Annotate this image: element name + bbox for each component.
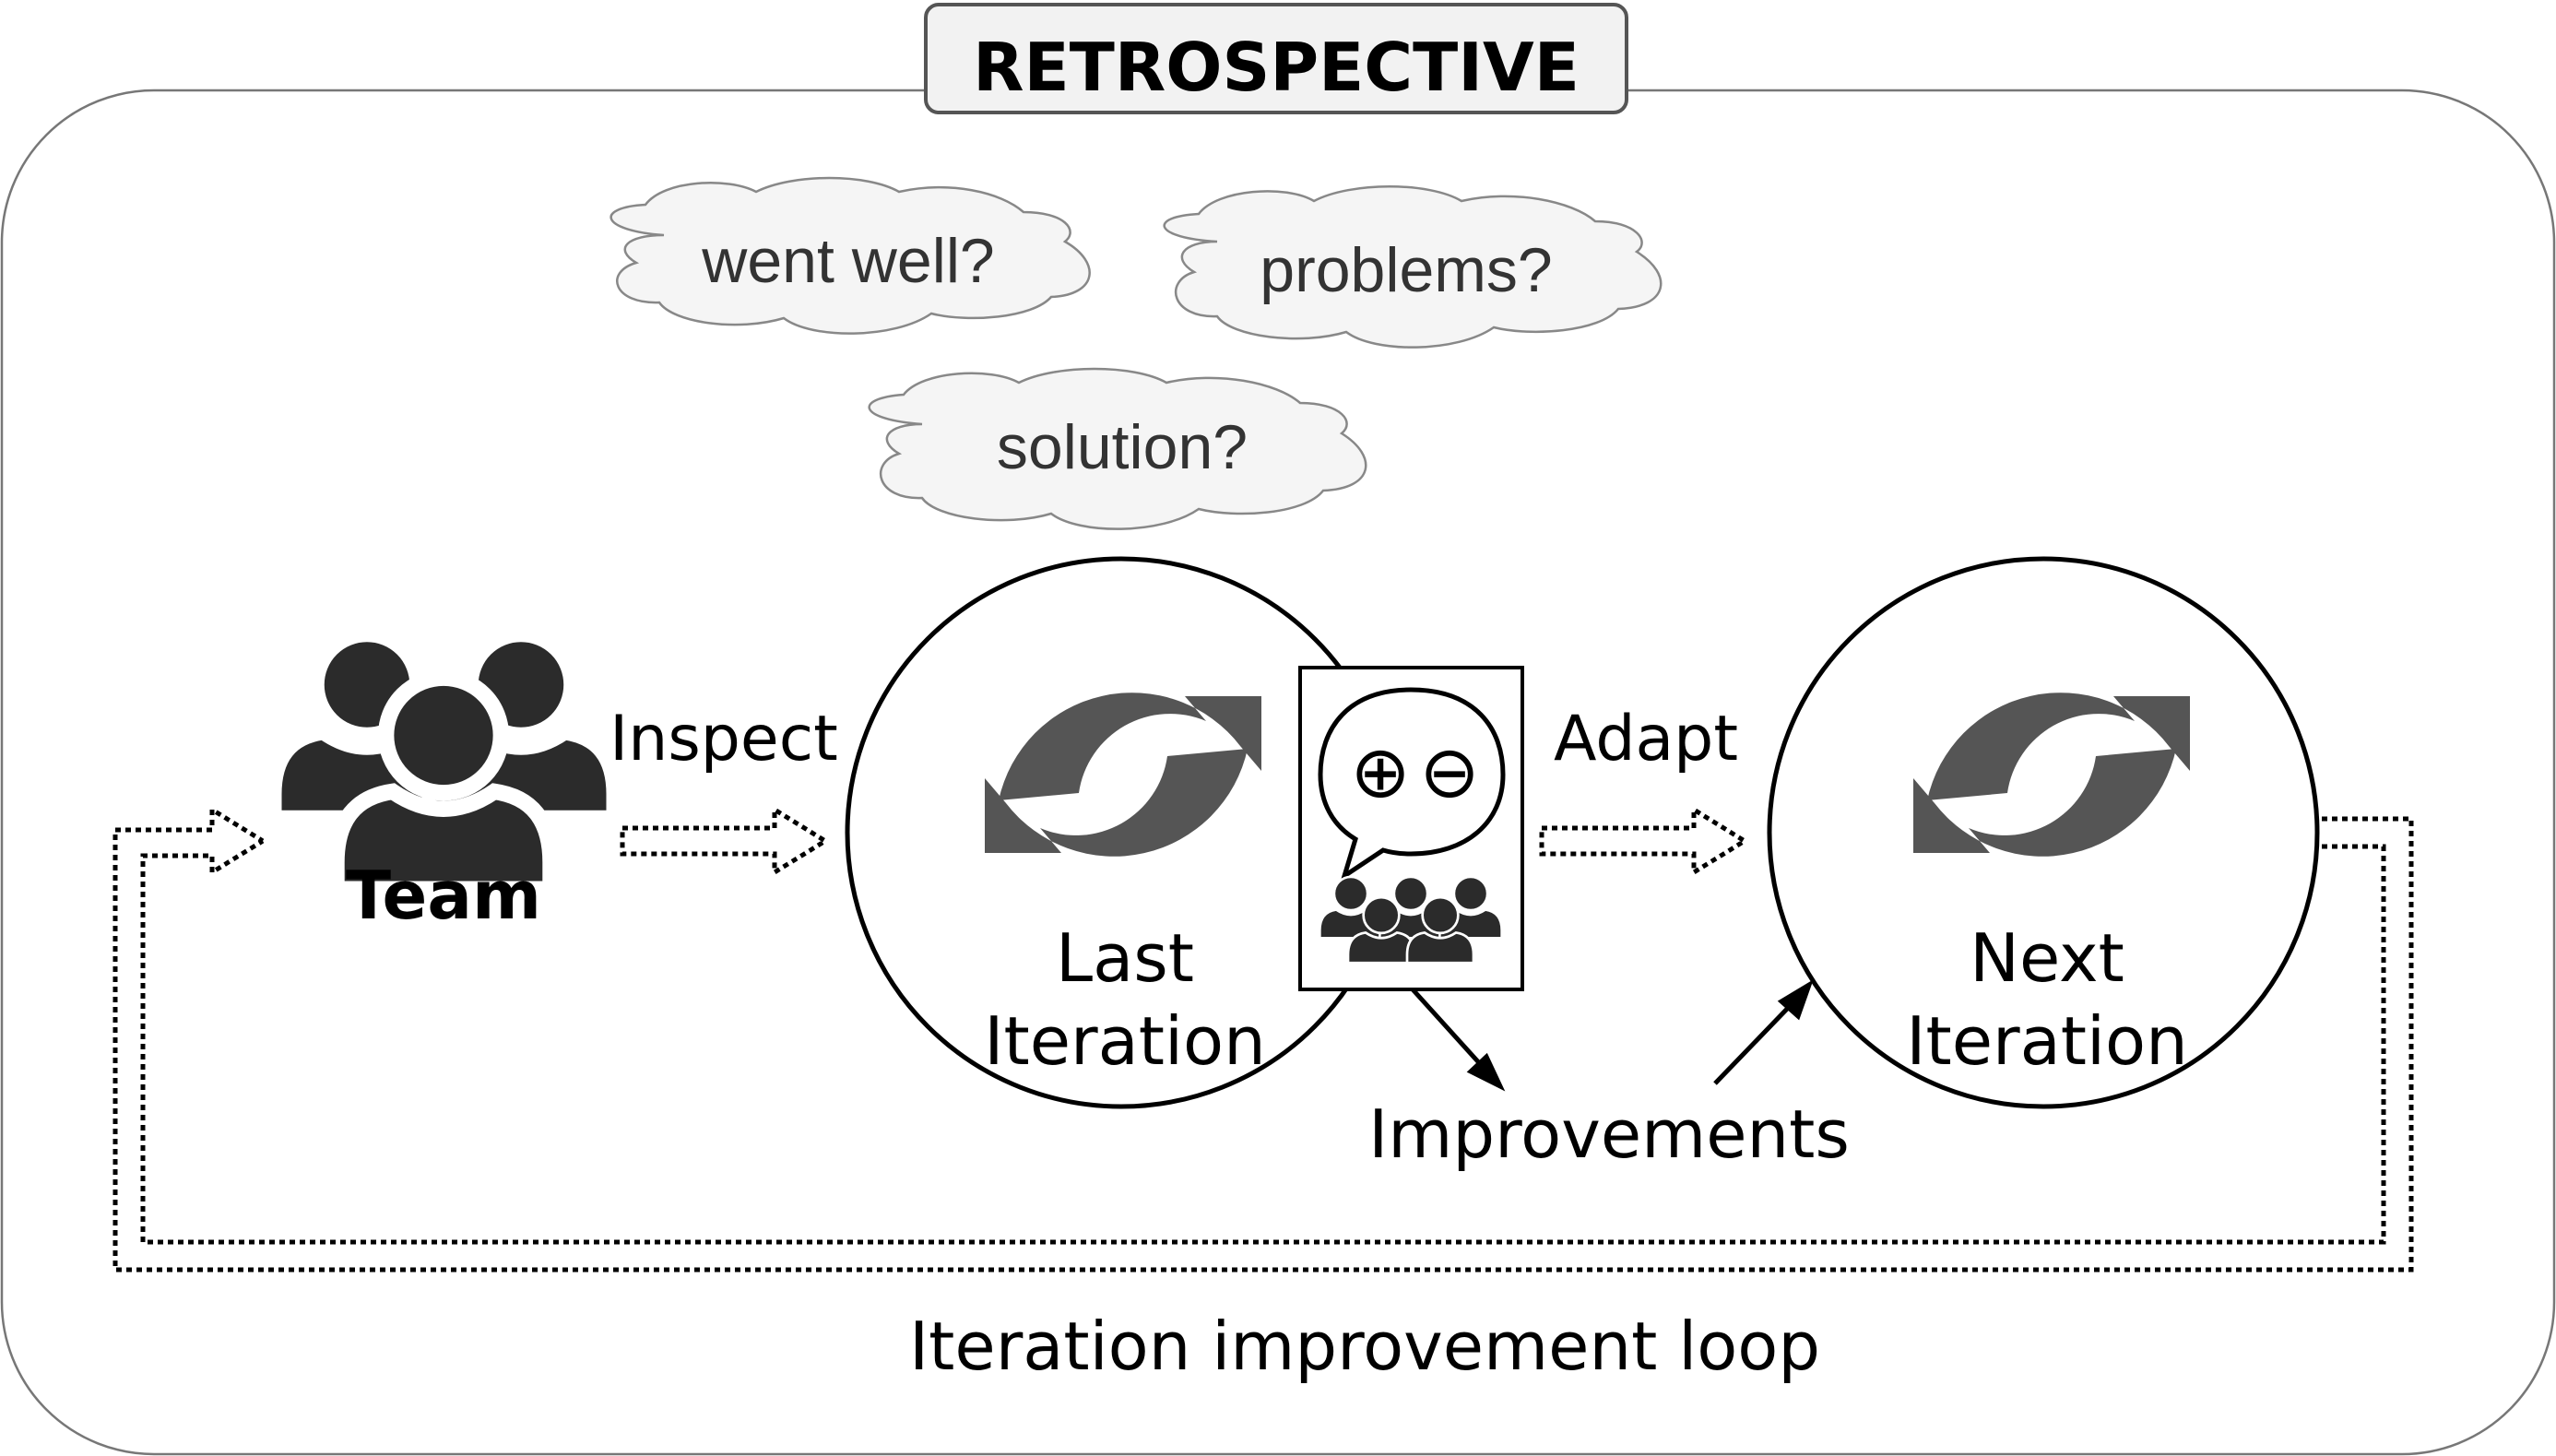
adapt-label: Adapt: [1554, 703, 1738, 775]
loop-label: Iteration improvement loop: [909, 1308, 1820, 1385]
cloud-solution: solution?: [868, 367, 1367, 530]
inspect-label: Inspect: [609, 703, 838, 775]
next-iteration-line2: Iteration: [1906, 1002, 2187, 1080]
minus-symbol: ⊖: [1419, 731, 1479, 814]
cloud-went-well: went well?: [609, 176, 1091, 335]
improvement-loop: [112, 805, 2414, 1273]
cloud-solution-text: solution?: [997, 412, 1248, 482]
team-label: Team: [346, 857, 541, 934]
title: RETROSPECTIVE: [973, 29, 1580, 106]
cloud-problems: problems?: [1163, 185, 1663, 349]
people-group-icon: [275, 635, 613, 890]
cloud-went-well-text: went well?: [701, 226, 995, 296]
cloud-problems-text: problems?: [1260, 235, 1553, 305]
next-iteration-line1: Next: [1970, 919, 2124, 997]
small-people-icon: [1319, 875, 1503, 965]
speech-bubble-icon: [1318, 687, 1506, 882]
inspect-arrow: [620, 805, 830, 877]
title-box: [924, 3, 1628, 114]
improvements-arrows: [1411, 979, 1814, 1092]
last-iteration-line1: Last: [1056, 919, 1194, 997]
last-iteration-line2: Iteration: [984, 1002, 1265, 1080]
improvements-label: Improvements: [1368, 1095, 1850, 1173]
adapt-arrow: [1539, 805, 1749, 877]
plus-symbol: ⊕: [1350, 731, 1410, 814]
